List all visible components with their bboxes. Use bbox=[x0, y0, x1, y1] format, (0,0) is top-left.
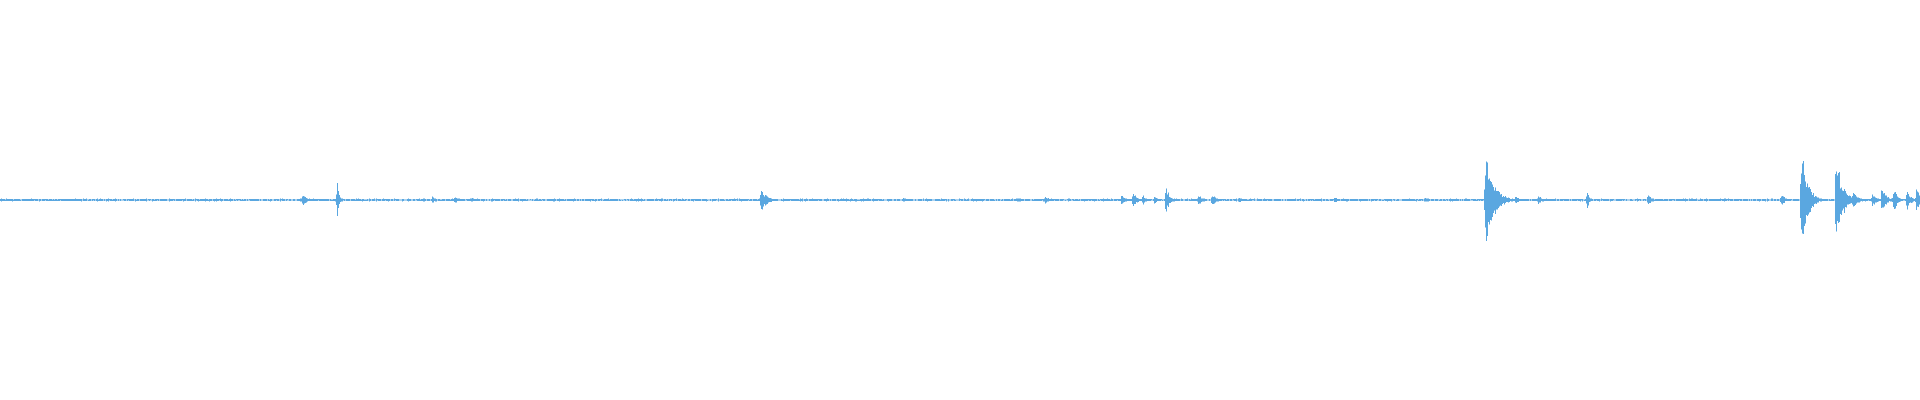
waveform-trace bbox=[0, 161, 1920, 241]
